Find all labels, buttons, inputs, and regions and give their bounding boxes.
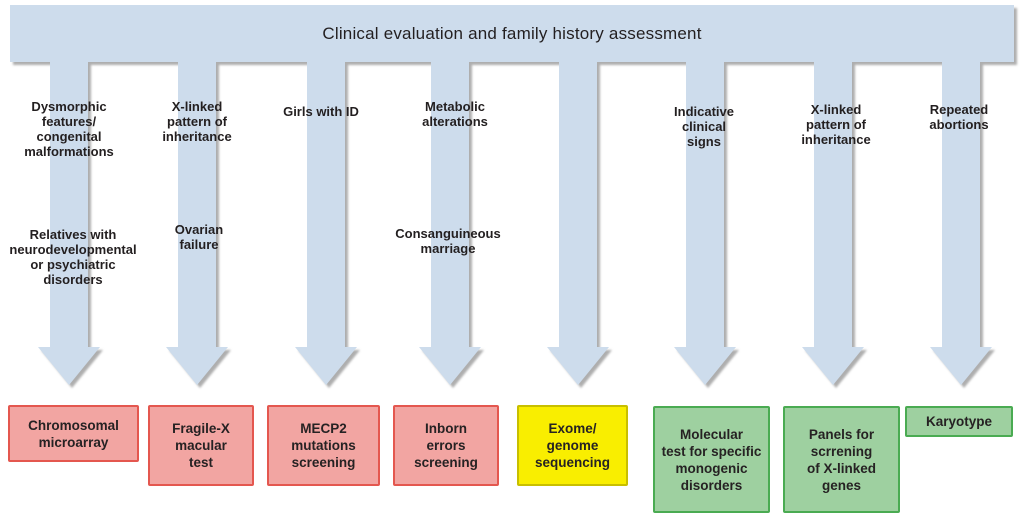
indication-ovarian-failure: Ovarian failure <box>174 222 224 252</box>
test-box-inborn-errors: Inborn errors screening <box>393 405 499 486</box>
test-box-fragile-x-test: Fragile-X macular test <box>148 405 254 486</box>
indication-xlinked-inheritance-1: X-linked pattern of inheritance <box>162 99 232 144</box>
test-box-xlinked-panels: Panels for scrrening of X-linked genes <box>783 406 900 513</box>
down-arrow <box>295 42 357 385</box>
down-arrow <box>38 42 100 385</box>
indication-dysmorphic-features: Dysmorphic features/ congenital malforma… <box>24 99 114 159</box>
down-arrow <box>802 42 864 385</box>
indication-girls-with-id: Girls with ID <box>283 104 359 119</box>
test-box-exome-genome-sequencing: Exome/ genome sequencing <box>517 405 628 486</box>
down-arrow <box>674 42 736 385</box>
test-box-molecular-monogenic: Molecular test for specific monogenic di… <box>653 406 770 513</box>
test-box-karyotype: Karyotype <box>905 406 1013 437</box>
test-box-mecp2-screening: MECP2 mutations screening <box>267 405 380 486</box>
indication-indicative-clinical-signs: Indicative clinical signs <box>674 104 734 149</box>
indication-repeated-abortions: Repeated abortions <box>929 102 989 132</box>
down-arrow <box>419 42 481 385</box>
banner-title: Clinical evaluation and family history a… <box>322 23 702 43</box>
indication-relatives-neurodevelopmental: Relatives with neurodevelopmental or psy… <box>9 227 137 287</box>
indication-metabolic-alterations: Metabolic alterations <box>422 99 488 129</box>
indication-xlinked-inheritance-2: X-linked pattern of inheritance <box>801 102 871 147</box>
indication-consanguineous-marriage: Consanguineous marriage <box>395 226 501 256</box>
down-arrow <box>547 42 609 385</box>
down-arrow <box>166 42 228 385</box>
down-arrow <box>930 42 992 385</box>
test-box-chromosomal-microarray: Chromosomal microarray <box>8 405 139 462</box>
